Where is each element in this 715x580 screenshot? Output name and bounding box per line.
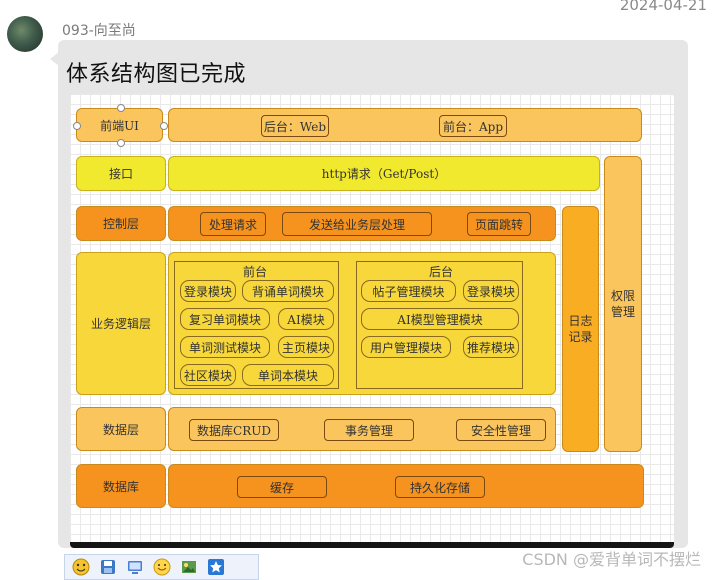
data-item: 数据库CRUD	[189, 419, 279, 441]
data-layer-content: 数据库CRUD 事务管理 安全性管理	[168, 407, 556, 451]
db-item: 缓存	[237, 476, 327, 498]
front-module: 主页模块	[278, 336, 334, 358]
db-item: 持久化存储	[395, 476, 485, 498]
front-module: 单词本模块	[242, 364, 334, 386]
smile-icon[interactable]	[152, 557, 172, 577]
backend-web-box: 后台：Web	[261, 115, 329, 137]
ctrl-item: 发送给业务层处理	[282, 212, 432, 236]
back-module: AI模型管理模块	[361, 308, 519, 330]
front-module: 复习单词模块	[180, 308, 270, 330]
image-icon[interactable]	[179, 557, 199, 577]
bubble-tail	[50, 52, 59, 66]
http-request-box: http请求（Get/Post）	[168, 156, 600, 191]
data-item: 安全性管理	[456, 419, 546, 441]
data-layer-label: 数据层	[76, 407, 166, 451]
message-toolbar	[64, 554, 259, 580]
emoji-icon[interactable]	[71, 557, 91, 577]
watermark: CSDN @爱背单词不摆烂	[522, 546, 701, 570]
back-module: 登录模块	[463, 280, 519, 302]
control-layer-label: 控制层	[76, 206, 166, 241]
resize-handle[interactable]	[117, 104, 125, 112]
architecture-diagram[interactable]: 前端UI 后台：Web 前台：App 接口 http请求（Get/Post） 控…	[70, 94, 674, 546]
control-layer-content: 处理请求 发送给业务层处理 页面跳转	[168, 206, 556, 241]
username[interactable]: 093-向至尚	[62, 20, 136, 40]
data-item: 事务管理	[324, 419, 414, 441]
front-module: 社区模块	[180, 364, 236, 386]
front-module: 单词测试模块	[180, 336, 270, 358]
message-date: 2024-04-21	[620, 0, 707, 14]
front-module: 登录模块	[180, 280, 236, 302]
star-icon[interactable]	[206, 557, 226, 577]
front-group-label: 前台	[243, 263, 267, 280]
back-group-label: 后台	[429, 263, 453, 280]
avatar[interactable]	[7, 16, 43, 52]
frontend-app-box: 前台：App	[439, 115, 507, 137]
ctrl-item: 处理请求	[200, 212, 266, 236]
log-record-label: 日志记录	[567, 313, 595, 345]
permission-label: 权限管理	[609, 288, 637, 320]
back-module: 推荐模块	[463, 336, 519, 358]
front-module: 背诵单词模块	[242, 280, 334, 302]
resize-handle[interactable]	[117, 139, 125, 147]
log-record-column: 日志记录	[562, 206, 599, 452]
api-layer-label: 接口	[76, 156, 166, 191]
permission-column: 权限管理	[604, 156, 642, 452]
resize-handle[interactable]	[160, 122, 168, 130]
back-module: 用户管理模块	[361, 336, 451, 358]
back-module: 帖子管理模块	[361, 280, 456, 302]
resize-handle[interactable]	[73, 122, 81, 130]
ui-layer-content: 后台：Web 前台：App	[168, 108, 642, 142]
back-module-group: 后台 帖子管理模块 登录模块 AI模型管理模块 用户管理模块 推荐模块	[356, 261, 523, 389]
screen-icon[interactable]	[125, 557, 145, 577]
message-title: 体系结构图已完成	[66, 56, 246, 88]
logic-layer-label: 业务逻辑层	[76, 252, 166, 395]
database-layer-label: 数据库	[76, 464, 166, 508]
save-icon[interactable]	[98, 557, 118, 577]
ui-layer-label: 前端UI	[76, 108, 163, 142]
front-module-group: 前台 登录模块 背诵单词模块 复习单词模块 AI模块 单词测试模块 主页模块 社…	[174, 261, 339, 389]
database-layer-content: 缓存 持久化存储	[168, 464, 644, 508]
logic-layer-content: 前台 登录模块 背诵单词模块 复习单词模块 AI模块 单词测试模块 主页模块 社…	[168, 252, 556, 395]
front-module: AI模块	[278, 308, 334, 330]
ctrl-item: 页面跳转	[467, 212, 531, 236]
